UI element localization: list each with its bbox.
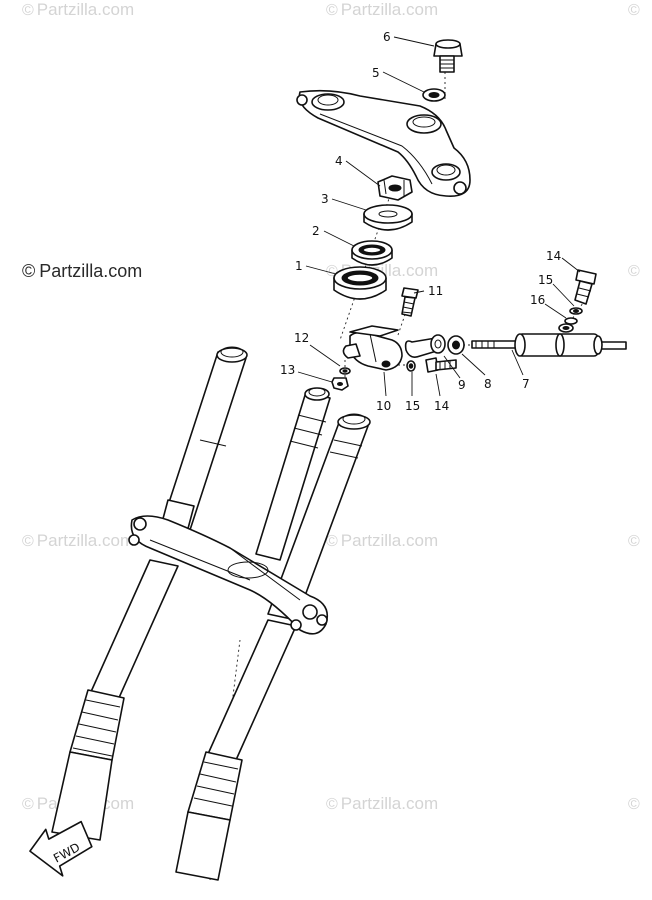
leader-lines [297,36,581,397]
part-13-nut [331,377,349,391]
left-fork-boot [69,689,125,761]
callout-14-upper: 14 [546,249,561,263]
callouts: 6 5 4 3 2 1 11 12 13 10 15 14 9 8 7 14 1… [280,30,561,413]
part-16-spacer [558,317,578,333]
callout-16: 16 [530,293,545,307]
part-7-steering-damper [471,333,627,357]
under-bracket [128,515,329,635]
callout-10: 10 [376,399,391,413]
watermark: © [628,263,640,280]
steering-stem [255,387,331,561]
watermark: ©Partzilla.com [22,0,135,19]
callout-15-upper: 15 [538,273,553,287]
callout-5: 5 [372,66,380,80]
part-11-bolt [401,287,419,317]
callout-15-lower: 15 [405,399,420,413]
watermark: © [628,796,640,813]
watermark: ©Partzilla.com [326,531,439,550]
callout-3: 3 [321,192,329,206]
callout-7: 7 [522,377,530,391]
part-5-washer [422,88,446,102]
part-15-washer-lower [406,360,416,372]
part-14-bolt-lower [425,357,457,373]
part-2-bearing [351,240,393,266]
watermark: © [628,2,640,19]
part-10-damper-bracket [342,325,403,371]
part-15-washer-upper [569,307,583,315]
part-6-crown-bolt [433,39,463,73]
watermark: ©Partzilla.com [22,531,135,550]
callout-1: 1 [295,259,303,273]
callout-4: 4 [335,154,343,168]
part-9-rod-end [404,334,446,358]
part-4-ring-nut [377,175,413,201]
callout-12: 12 [294,331,309,345]
part-12-washer [339,367,351,375]
watermark: ©Partzilla.com [326,794,439,813]
part-14-bolt-upper [574,269,597,305]
callout-14-lower: 14 [434,399,449,413]
callout-9: 9 [458,378,466,392]
upper-bracket [296,89,471,197]
callout-13: 13 [280,363,295,377]
part-8-nut [447,335,465,355]
right-fork-boot [187,751,243,821]
watermark: ©Partzilla.com [326,0,439,19]
callout-6: 6 [383,30,391,44]
callout-8: 8 [484,377,492,391]
brand-mark: ©Partzilla.com [22,261,143,281]
callout-11: 11 [428,284,443,298]
right-fork-tube [175,413,371,881]
callout-2: 2 [312,224,320,238]
watermark: © [628,533,640,550]
part-1-bearing [333,266,387,300]
part-3-bearing-cover [363,204,413,231]
